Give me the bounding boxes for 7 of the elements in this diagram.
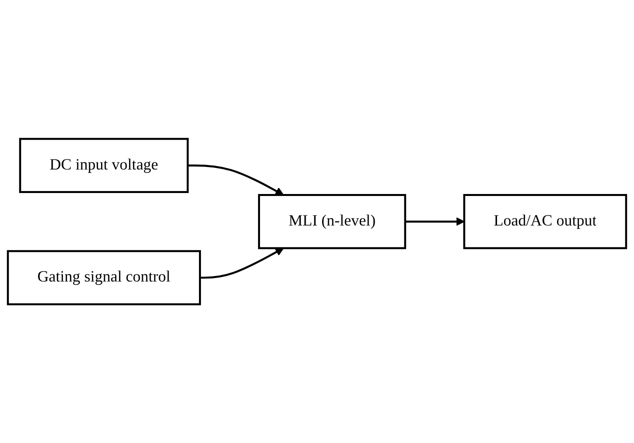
arrow (405, 217, 465, 226)
node-box: DC input voltage (19, 138, 189, 193)
arrow (188, 164, 284, 196)
node-box: Gating signal control (6, 250, 201, 306)
arrow (200, 248, 284, 279)
node-box: Load/AC output (463, 194, 628, 250)
node-box: MLI (n-level) (258, 194, 406, 250)
